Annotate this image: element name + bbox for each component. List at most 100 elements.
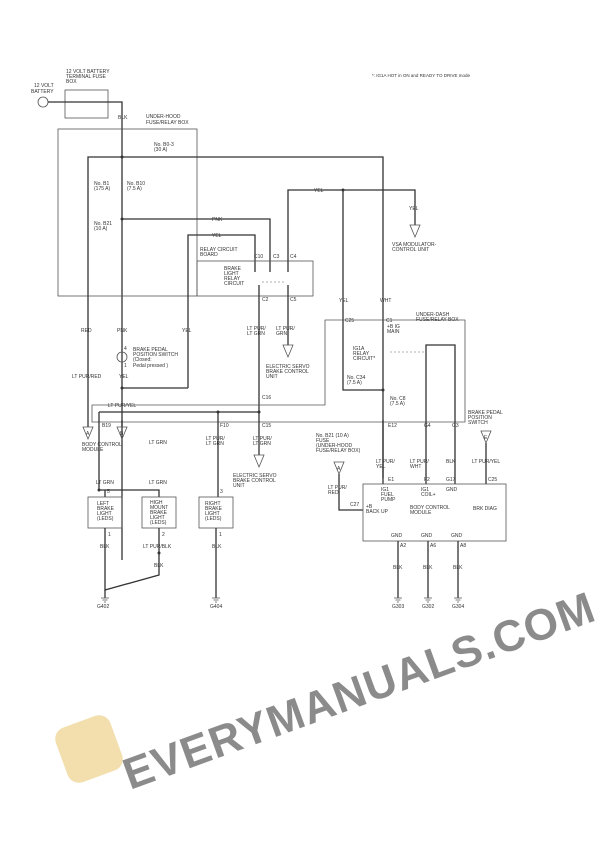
fuse-ref-l3-label: (UNDER-HOOD xyxy=(316,443,352,449)
ground-symbols xyxy=(101,597,462,603)
under-hood-fuse-box xyxy=(57,128,198,297)
wires-blk-label: BLK xyxy=(453,565,463,571)
bcm-label-l1-label: BODY CONTROL xyxy=(82,442,122,448)
bcm-brk-diag-label: BRK DIAG xyxy=(473,506,497,512)
wires xyxy=(37,89,507,603)
fuses-b03-rating-label: (30 A) xyxy=(154,147,168,153)
diagram-labels: *: IG1A HOT in ON and READY TO DRIVE mod… xyxy=(31,69,503,610)
connectors-e1-label: E1 xyxy=(388,477,394,483)
watermark-text: EVERYMANUALS.COM xyxy=(117,583,602,800)
lights-left-2-label: LIGHT xyxy=(97,511,112,517)
lights-high-3-label: LIGHT xyxy=(150,515,165,521)
terminals-a-label: A xyxy=(337,466,341,472)
under-dash-l1-label: UNDER-DASH xyxy=(416,312,450,318)
relay-board-c3-label: C3 xyxy=(273,254,280,260)
connectors-g4-label: G4 xyxy=(424,423,431,429)
connectors-a2-label: A2 xyxy=(400,543,406,549)
under-dash-relay-1-label: RELAY xyxy=(353,351,370,357)
connector-triangles xyxy=(282,224,421,359)
servo-l2-label: BRAKE CONTROL xyxy=(233,478,276,484)
lights-high-1-label: MOUNT xyxy=(150,505,168,511)
lights-right-1-label: BRAKE xyxy=(205,506,223,512)
relay-board-c10-label: C10 xyxy=(254,254,263,260)
wires-lt-pur-slash-label: LT PUR/ xyxy=(206,436,225,442)
brake-switch-pin4-label: 4 xyxy=(124,346,127,352)
connectors-e12-label: E12 xyxy=(388,423,397,429)
fuses-b21-name-label: No. B21 xyxy=(94,221,112,227)
wires-lt-grn-label: LT GRN xyxy=(247,331,265,337)
lights-high-4-label: (LEDS) xyxy=(150,520,167,526)
brake-switch-l4-label: Pedal pressed ) xyxy=(133,363,168,369)
fuse-junction-dots xyxy=(97,155,385,555)
terminal-fuse-box-l3-label: BOX xyxy=(66,79,77,85)
fuse-ref-l1-label: No. B21 (10 A) xyxy=(316,433,349,439)
wires-yel-label: YEL xyxy=(409,206,419,212)
bcm-l1-label: BODY CONTROL xyxy=(410,505,450,511)
bcm-gnd-label: GND xyxy=(421,533,433,539)
fuses-b03-name-label: No. B0-3 xyxy=(154,142,174,148)
bcm-backup-label: BACK UP xyxy=(366,509,389,515)
wires-lt-pur-red-label: LT PUR/RED xyxy=(72,374,102,380)
bcm-gnd-label: GND xyxy=(391,533,403,539)
lights-left-3-label: (LEDS) xyxy=(97,516,114,522)
relay-board-circuit-2-label: RELAY xyxy=(224,276,241,282)
grounds-g304-label: G304 xyxy=(452,604,464,610)
wires-yel-label: YEL xyxy=(119,374,129,380)
fuses-b1-name-label: No. B1 xyxy=(94,181,110,187)
connectors-c25b-label: C25 xyxy=(488,477,497,483)
wires-lt-pur-slash-label: LT PUR/ xyxy=(328,485,347,491)
wires-yel-label: YEL xyxy=(212,233,222,239)
lights-pin2-label: 2 xyxy=(162,532,165,538)
wires-lt-pur-yel-label: LT PUR/YEL xyxy=(472,459,500,465)
fuses-c8-rating-label: (7.5 A) xyxy=(390,401,405,407)
relay-board-circuit-0-label: BRAKE xyxy=(224,266,242,272)
bcm-plus-b-label: +B xyxy=(366,504,373,510)
relay-board-c4-label: C4 xyxy=(290,254,297,260)
connectors-b19-label: B19 xyxy=(102,423,111,429)
terminal-fuse-box-l2-label: TERMINAL FUSE xyxy=(66,74,106,80)
lights-high-2-label: BRAKE xyxy=(150,510,168,516)
lights-right-2-label: LIGHT xyxy=(205,511,220,517)
fuses-c34-rating-label: (7.5 A) xyxy=(347,380,362,386)
bcm-ig1-label: IG1 xyxy=(421,487,429,493)
wires-grn-label: GRN xyxy=(276,331,288,337)
connectors-c16-label: C16 xyxy=(262,395,271,401)
fuse-ref-l2-label: FUSE xyxy=(316,438,330,444)
relay-board-circuit-1-label: LIGHT xyxy=(224,271,239,277)
relay-circuit-board xyxy=(196,260,314,297)
bcm-l2-label: MODULE xyxy=(410,510,432,516)
lights-pin5-label: 5 xyxy=(107,489,110,495)
lights-pin1-label: 1 xyxy=(108,532,111,538)
note-label: *: IG1A HOT in ON and READY TO DRIVE mod… xyxy=(372,73,470,78)
relay-board-circuit-3-label: CIRCUIT xyxy=(224,281,244,287)
bcm-fuel-label: FUEL xyxy=(381,492,394,498)
wires-lt-pur-yel-label: LT PUR/YEL xyxy=(108,403,136,409)
bcm-pump-label: PUMP xyxy=(381,497,396,503)
bcm-ig1-label: IG1 xyxy=(381,487,389,493)
connectors-c27-label: C27 xyxy=(350,502,359,508)
fuses-b21-rating-label: (10 A) xyxy=(94,226,108,232)
bcm-gnd-label: GND xyxy=(451,533,463,539)
brake-switch-l2-label: POSITION SWITCH xyxy=(133,352,178,358)
wires-blk-label: BLK xyxy=(446,459,456,465)
battery-l1-label: 12 VOLT xyxy=(34,83,54,89)
wires-blk-label: BLK xyxy=(154,563,164,569)
lights-right-3-label: (LEDS) xyxy=(205,516,222,522)
wires-lt-pur-slash-label: LT PUR/ xyxy=(376,459,395,465)
relay-board-c2-label: C2 xyxy=(262,297,269,303)
under-dash-main-label: MAIN xyxy=(387,329,400,335)
bcm-gnd-label: GND xyxy=(446,487,458,493)
wires-lt-grn-label: LT GRN xyxy=(149,440,167,446)
servo-l3-label: UNIT xyxy=(233,483,245,489)
brake-switch2-l3-label: SWITCH xyxy=(468,420,488,426)
connectors-a6-label: A6 xyxy=(430,543,436,549)
fuses-b1-rating-label: (175 A) xyxy=(94,186,110,192)
vsa-l2-label: CONTROL UNIT xyxy=(392,247,429,253)
terminals-b-label: B xyxy=(120,431,124,437)
wires-pnk-label: PNK xyxy=(212,217,223,223)
bcm-label-l2-label: MODULE xyxy=(82,447,104,453)
lights-left-1-label: BRAKE xyxy=(97,506,115,512)
wires-lt-grn-label: LT GRN xyxy=(149,480,167,486)
